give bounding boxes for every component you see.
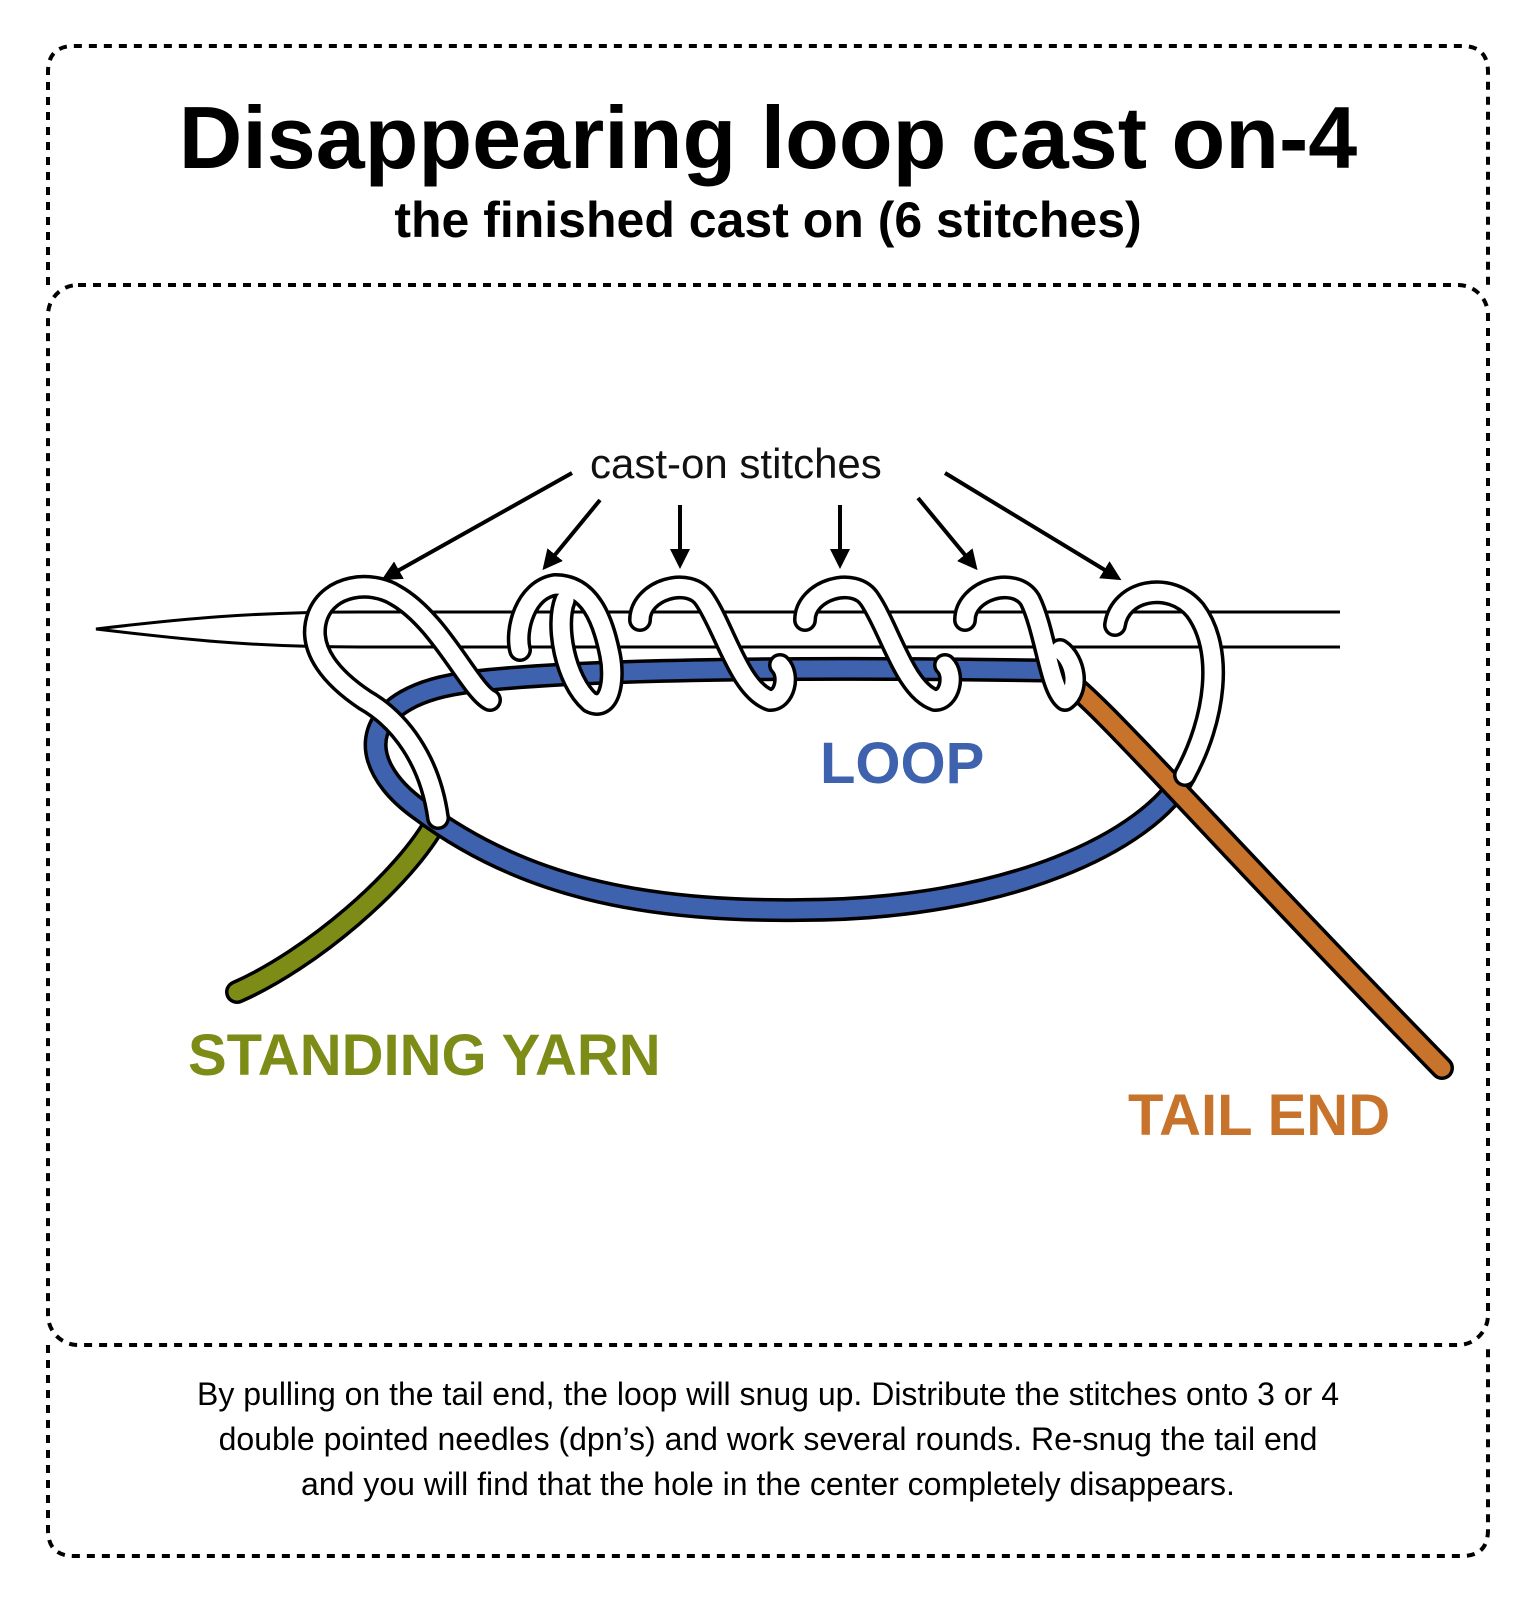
arrow-6 — [943, 471, 1122, 581]
standing-yarn-label: STANDING YARN — [188, 1023, 661, 1088]
caption-line-1: By pulling on the tail end, the loop wil… — [196, 1376, 1339, 1412]
caption-line-2: double pointed needles (dpn’s) and work … — [218, 1421, 1318, 1457]
yarn-loop — [363, 656, 1197, 923]
tail-end-label: TAIL END — [1128, 1083, 1391, 1148]
caption-panel-border — [46, 1345, 1490, 1558]
cast-on-stitches — [302, 573, 1226, 830]
page-title: Disappearing loop cast on-4 — [178, 88, 1358, 187]
cast-on-stitches-label: cast-on stitches — [590, 440, 882, 487]
caption-text: By pulling on the tail end, the loop wil… — [70, 1372, 1466, 1507]
illustration-panel-border — [46, 283, 1490, 1347]
loop-label: LOOP — [820, 731, 985, 796]
arrow-1 — [381, 471, 573, 580]
standing-yarn — [225, 806, 450, 1004]
title-panel-border — [46, 44, 1490, 285]
arrow-2 — [542, 498, 602, 571]
arrow-5 — [916, 496, 978, 571]
page-subtitle: the finished cast on (6 stitches) — [394, 192, 1142, 248]
panel-borders — [46, 44, 1490, 1558]
tail-end-yarn — [1043, 660, 1454, 1080]
caption-line-3: and you will find that the hole in the c… — [301, 1466, 1235, 1502]
stitch-arrows — [381, 471, 1122, 581]
